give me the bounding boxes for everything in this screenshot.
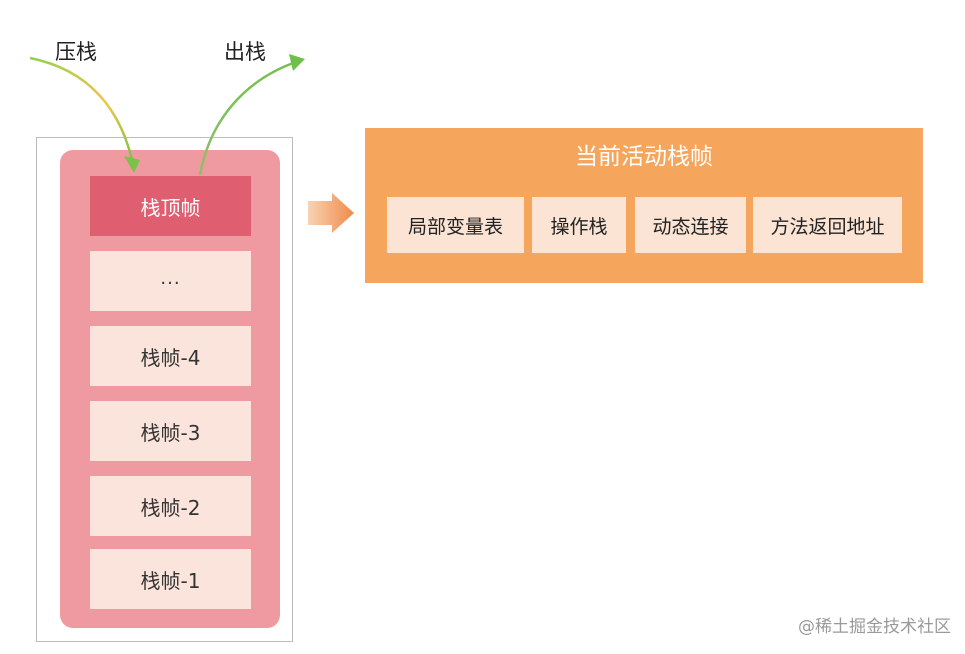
pop-label: 出栈 — [224, 40, 266, 64]
return-address: 方法返回地址 — [753, 197, 902, 253]
active-frame-panel: 当前活动栈帧 局部变量表 操作栈 动态连接 方法返回地址 — [365, 128, 923, 283]
stack-frame-4: 栈帧-4 — [90, 326, 251, 386]
active-frame-title: 当前活动栈帧 — [575, 144, 713, 170]
top-frame: 栈顶帧 — [90, 176, 251, 236]
operand-stack: 操作栈 — [532, 197, 626, 253]
stack-frame-3: 栈帧-3 — [90, 401, 251, 461]
stack-frame-2: 栈帧-2 — [90, 476, 251, 536]
push-arrow-icon — [29, 56, 134, 161]
stack-frame-1: 栈帧-1 — [90, 549, 251, 609]
ellipsis-frame: ... — [90, 251, 251, 311]
right-arrow-icon — [308, 193, 354, 233]
push-label: 压栈 — [55, 40, 97, 64]
push-arrowhead-icon — [124, 156, 140, 173]
watermark: @稀土掘金技术社区 — [798, 617, 951, 637]
pop-arrowhead-icon — [289, 54, 305, 71]
dynamic-linking: 动态连接 — [635, 197, 746, 253]
local-variable-table: 局部变量表 — [387, 197, 524, 253]
pop-arrow-icon — [198, 60, 297, 176]
